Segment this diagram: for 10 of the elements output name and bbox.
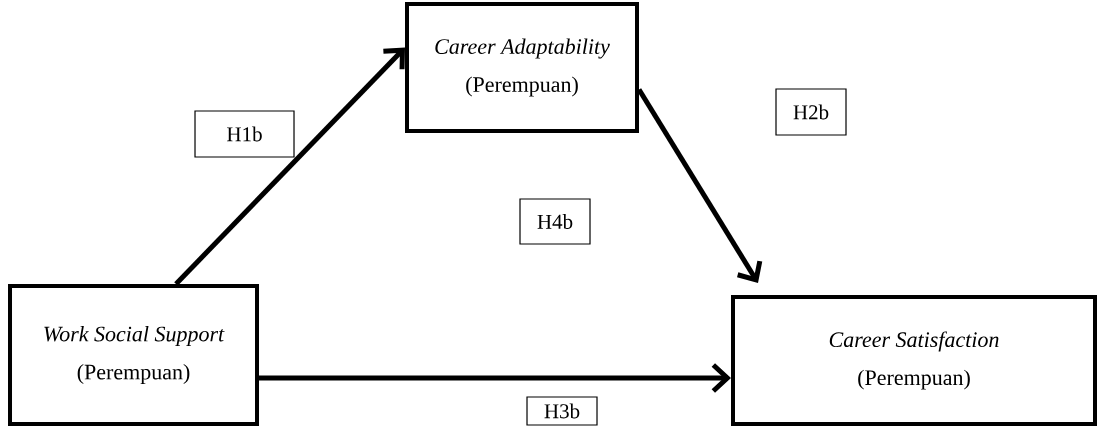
variable-box: Career Adaptability (Perempuan) bbox=[405, 2, 639, 133]
arrow bbox=[636, 88, 763, 283]
variable-box: Career Satisfaction (Perempuan) bbox=[731, 295, 1097, 426]
hypothesis-box: H2b bbox=[775, 88, 847, 136]
arrow bbox=[174, 47, 405, 286]
hypothesis-box: H4b bbox=[519, 198, 591, 245]
arrow bbox=[259, 363, 731, 393]
hypothesis-box: H3b bbox=[526, 396, 598, 426]
variable-box: Work Social Support (Perempuan) bbox=[8, 284, 259, 426]
hypothesis-box: H1b bbox=[194, 110, 295, 158]
